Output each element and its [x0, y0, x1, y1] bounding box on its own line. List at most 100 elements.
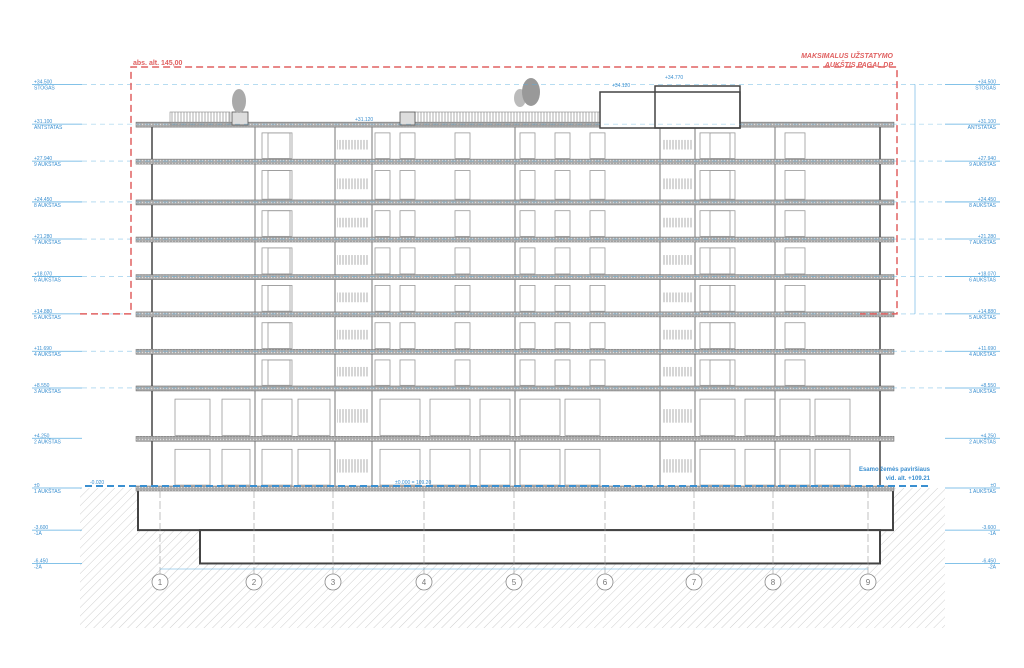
- building: [135, 78, 895, 565]
- level-name-left: 4 AUKŠTAS: [34, 351, 62, 358]
- max-height-label-line2: AUKŠTIS PAGAL DP: [824, 60, 894, 69]
- level-marker: -6.450-2A-6.450-2A: [32, 558, 1000, 570]
- level-name-right: 2 AUKŠTAS: [969, 438, 997, 445]
- window: [267, 322, 291, 349]
- window: [554, 247, 571, 275]
- level-name-right: STOGAS: [975, 85, 996, 91]
- stair-flight: [662, 329, 693, 340]
- level-name-right: 4 AUKŠTAS: [969, 351, 997, 358]
- window: [454, 247, 471, 275]
- window: [267, 284, 291, 312]
- level-elevation-right: -6.450: [982, 558, 996, 564]
- roof-railing: [414, 111, 601, 126]
- level-name-left: 6 AUKŠTAS: [34, 277, 62, 284]
- level-elevation-right: -3.600: [982, 525, 996, 531]
- window: [784, 132, 806, 159]
- window: [261, 398, 293, 436]
- window: [784, 210, 806, 237]
- grid-axis-label: 7: [692, 578, 697, 587]
- level-elevation-left: +21.280: [34, 234, 52, 240]
- level-elevation-left: ±0: [34, 483, 40, 489]
- zero-elevation-mark: ±0.000 = 109.20: [395, 480, 431, 486]
- window: [374, 210, 391, 237]
- window: [784, 359, 806, 386]
- tree-icon: [522, 78, 540, 106]
- window: [519, 132, 536, 159]
- stair-flight: [337, 292, 368, 303]
- window: [814, 398, 851, 436]
- level-name-left: 2 AUKŠTAS: [34, 438, 62, 445]
- window: [399, 247, 416, 275]
- level-name-right: 8 AUKŠTAS: [969, 202, 997, 209]
- window: [709, 359, 731, 386]
- window: [784, 170, 806, 200]
- window: [399, 210, 416, 237]
- level-name-left: 1 AUKŠTAS: [34, 488, 62, 495]
- window: [554, 170, 571, 200]
- window: [709, 322, 731, 349]
- stair-flight: [337, 366, 368, 377]
- level-elevation-right: +31.100: [978, 119, 996, 125]
- grid-axis-label: 1: [158, 578, 163, 587]
- window: [429, 448, 471, 486]
- level-name-right: 1 AUKŠTAS: [969, 488, 997, 495]
- level-name-right: ANTSTATAS: [968, 125, 997, 131]
- level-marker: -3.600-1A-3.600-1A: [32, 525, 1000, 537]
- window: [399, 170, 416, 200]
- level-name-left: 9 AUKŠTAS: [34, 161, 62, 168]
- grid-axis-bubble: [764, 573, 782, 591]
- roof-planter: [231, 111, 249, 126]
- window: [519, 448, 561, 486]
- window: [784, 247, 806, 275]
- stair-flight: [662, 217, 693, 228]
- level-elevation-left: +24.450: [34, 197, 52, 203]
- abs-alt-label: abs. alt. 145,00: [133, 60, 183, 67]
- window: [519, 284, 536, 312]
- grid-axis-bubble: [505, 573, 523, 591]
- level-markers: +34.500STOGAS+34.500STOGAS+31.100ANTSTAT…: [32, 66, 1000, 570]
- level-elevation-left: -3.600: [34, 525, 48, 531]
- window: [267, 132, 291, 159]
- window: [519, 322, 536, 349]
- window: [589, 170, 606, 200]
- level-name-right: -2A: [988, 564, 996, 570]
- level-name-left: -1A: [34, 531, 42, 537]
- annotations: MAKSIMALUS UŽSTATYMO AUKŠTIS PAGAL DP ab…: [90, 51, 931, 486]
- level-name-right: 5 AUKŠTAS: [969, 314, 997, 321]
- stair-flight: [662, 366, 693, 377]
- window: [784, 284, 806, 312]
- window: [564, 448, 601, 486]
- window: [699, 448, 736, 486]
- stair-tower: [654, 85, 741, 129]
- window: [554, 284, 571, 312]
- window: [779, 398, 811, 436]
- grid-axis-bubble: [859, 573, 877, 591]
- roof-mark-3: +34.770: [665, 75, 683, 81]
- grid-axis-label: 3: [331, 578, 336, 587]
- stair-flight: [662, 409, 693, 423]
- level-name-left: 8 AUKŠTAS: [34, 202, 62, 209]
- window: [554, 322, 571, 349]
- window: [589, 247, 606, 275]
- floor-slab: [135, 199, 895, 206]
- ground-label-line1: Esamo žemės paviršiaus: [859, 467, 931, 473]
- window: [709, 284, 731, 312]
- window: [454, 132, 471, 159]
- window: [554, 359, 571, 386]
- window: [261, 322, 293, 349]
- window: [709, 247, 731, 275]
- grid-axis-bubble: [415, 573, 433, 591]
- stair-flight: [662, 459, 693, 473]
- window: [589, 210, 606, 237]
- window: [261, 448, 293, 486]
- window: [519, 247, 536, 275]
- level-name-right: 3 AUKŠTAS: [969, 388, 997, 395]
- floor-slab: [135, 436, 895, 442]
- grid-axis-bubble: [245, 573, 263, 591]
- window: [221, 398, 251, 436]
